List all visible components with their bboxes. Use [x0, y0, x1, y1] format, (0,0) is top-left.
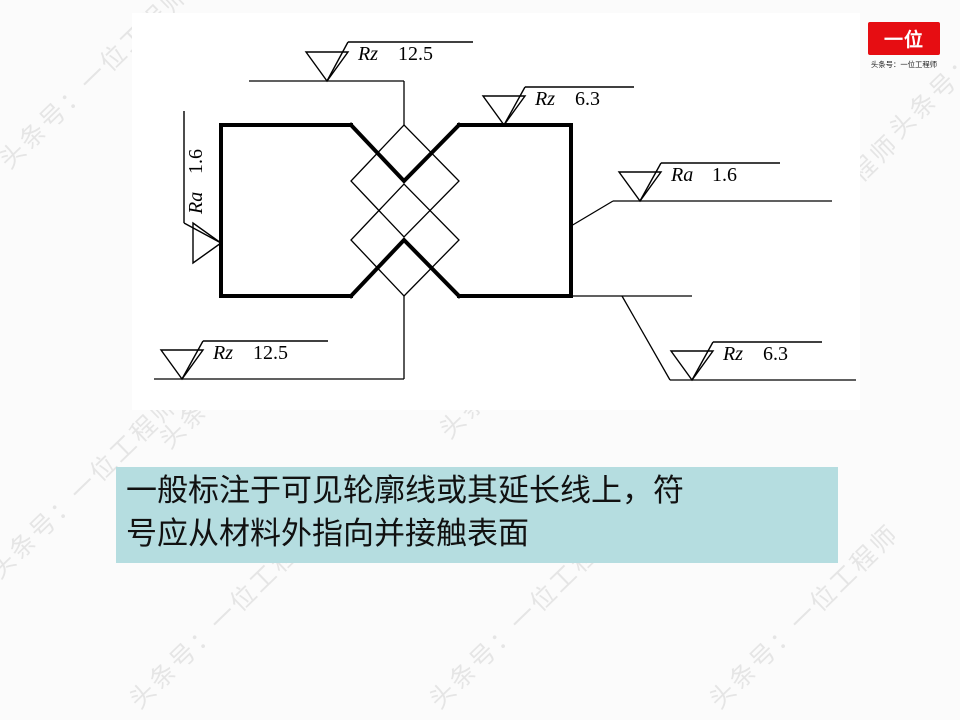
brand-logo: 一位 头条号：一位工程师	[868, 22, 940, 70]
roughness-value-label: 6.3	[575, 88, 600, 110]
caption-bar: 一般标注于可见轮廓线或其延长线上，符 号应从材料外指向并接触表面	[116, 467, 838, 563]
symbol-long-leg	[503, 86, 526, 126]
symbol-triangle	[192, 221, 223, 265]
roughness-parameter-label: Rz	[534, 88, 555, 110]
symbol-triangle	[481, 95, 527, 127]
roughness-symbol-right: Ra 1.6	[617, 162, 780, 203]
leader-right-slant	[570, 200, 614, 227]
symbol-long-leg	[181, 340, 204, 380]
symbol-triangle	[617, 171, 663, 203]
roughness-symbol-top-left: Rz 12.5	[304, 41, 473, 83]
symbol-long-leg	[691, 341, 714, 381]
roughness-symbol-left: Ra 1.6	[183, 111, 223, 265]
technical-drawing-panel: Rz 12.5 Rz 6.3 Ra 1.6	[132, 13, 860, 410]
roughness-value-label: 12.5	[253, 342, 288, 364]
roughness-symbol-bottom-right: Rz 6.3	[669, 341, 822, 382]
check-mark-glyph	[304, 41, 473, 83]
roughness-value-label: 1.6	[185, 149, 207, 174]
roughness-value-label: 1.6	[712, 164, 737, 186]
part-outline	[219, 122, 573, 299]
logo-mark: 一位	[868, 22, 940, 55]
lower-notch-v	[348, 237, 462, 299]
symbol-triangle	[669, 350, 715, 382]
roughness-parameter-label: Ra	[185, 192, 207, 215]
check-mark-glyph	[617, 162, 780, 203]
check-mark-glyph	[159, 340, 328, 381]
roughness-parameter-label: Rz	[212, 342, 233, 364]
part-profile-drawing: Rz 12.5 Rz 6.3 Ra 1.6	[154, 41, 856, 382]
leader-bottom-right-slant	[621, 295, 671, 381]
caption-line-2: 号应从材料外指向并接触表面	[126, 516, 529, 552]
symbol-long-leg	[183, 222, 222, 244]
logo-subtitle: 头条号：一位工程师	[870, 60, 938, 69]
symbol-triangle	[304, 51, 350, 83]
symbol-long-leg	[639, 162, 662, 202]
check-mark-glyph	[481, 86, 634, 127]
roughness-parameter-label: Rz	[722, 343, 743, 365]
symbol-triangle	[159, 349, 205, 381]
roughness-value-label: 12.5	[398, 43, 433, 65]
roughness-symbol-top-right: Rz 6.3	[481, 86, 634, 127]
upper-notch-diamond	[350, 124, 460, 238]
caption-line-1: 一般标注于可见轮廓线或其延长线上，符	[126, 473, 684, 510]
leader-lines	[154, 80, 856, 381]
roughness-parameter-label: Ra	[670, 164, 693, 186]
check-mark-glyph	[183, 111, 223, 265]
caption-text: 一般标注于可见轮廓线或其延长线上，符 号应从材料外指向并接触表面	[126, 470, 684, 556]
upper-notch-v	[348, 122, 462, 184]
roughness-value-label: 6.3	[763, 343, 788, 365]
roughness-parameter-label: Rz	[357, 43, 378, 65]
lower-notch-diamond	[350, 183, 460, 297]
symbol-long-leg	[326, 41, 349, 82]
check-mark-glyph	[669, 341, 822, 382]
roughness-symbol-bottom-left: Rz 12.5	[159, 340, 328, 381]
notch-construction-lines	[350, 124, 460, 297]
